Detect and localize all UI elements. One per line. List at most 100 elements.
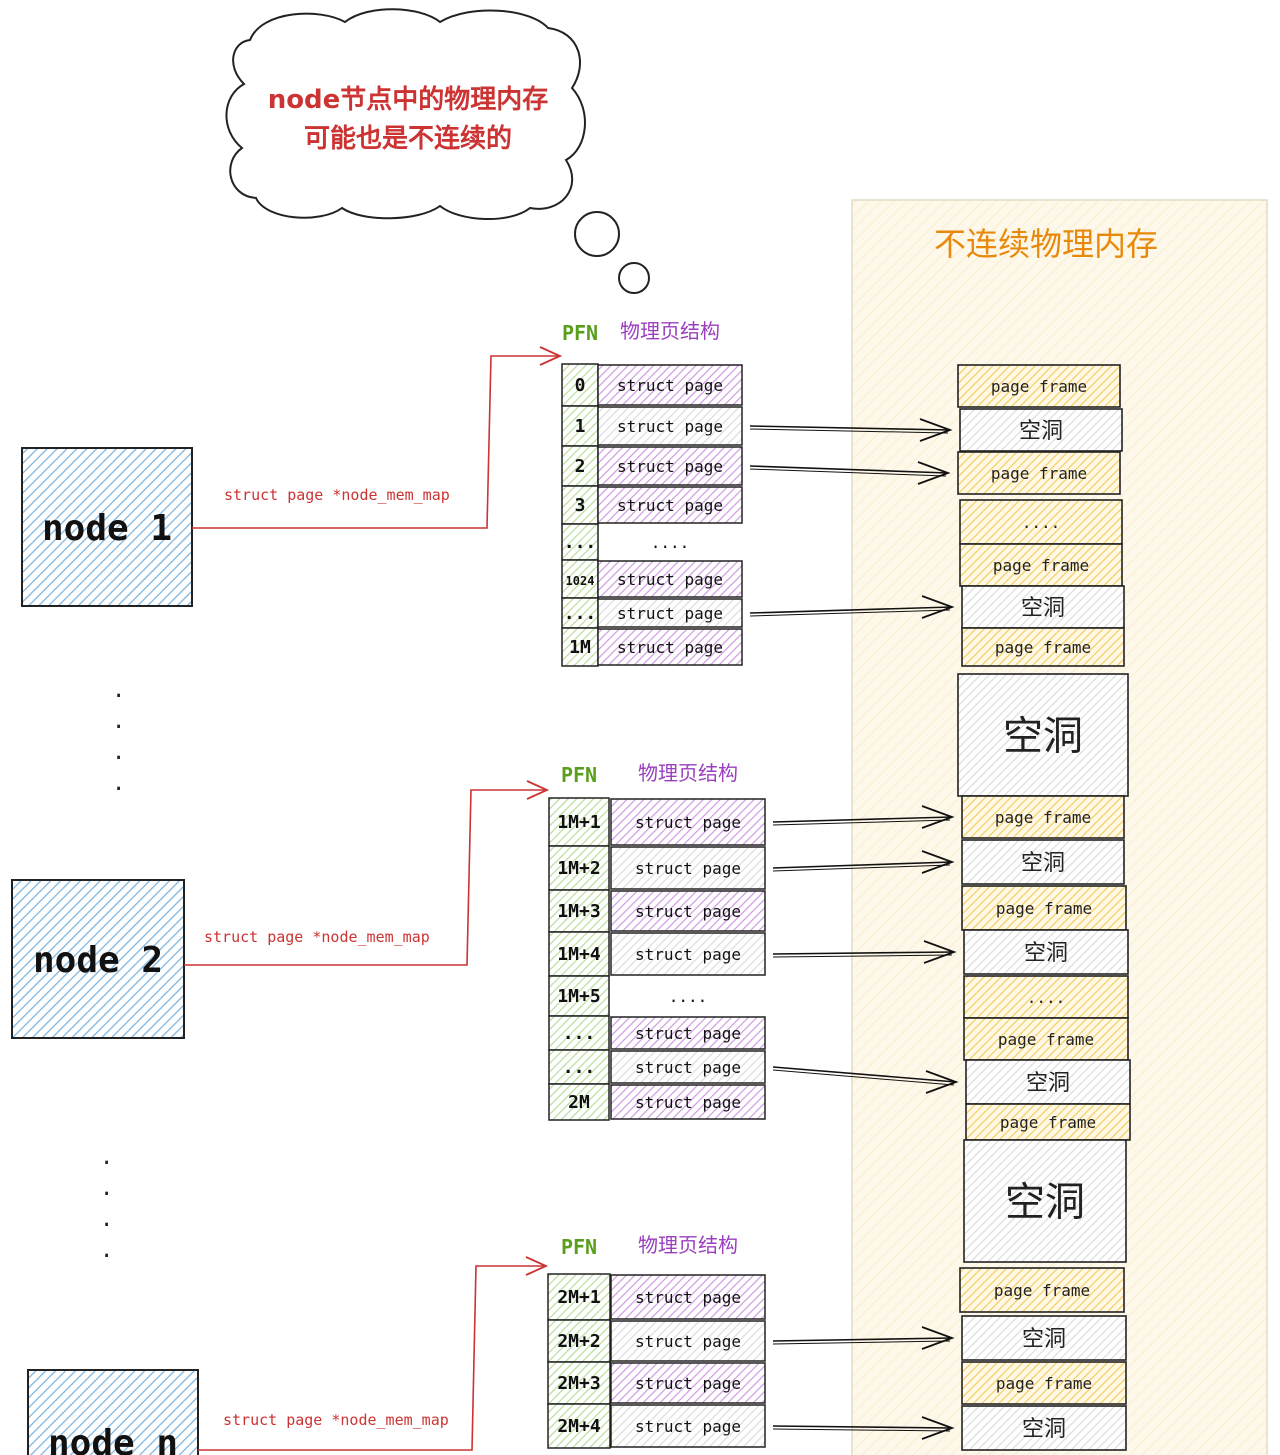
node-label: node 1 (42, 508, 172, 549)
page-frame-label: .... (1027, 988, 1066, 1007)
page-frame-label: page frame (991, 377, 1087, 396)
page-frame-label: page frame (1000, 1113, 1096, 1132)
page-frame-block: page frame (957, 451, 1121, 495)
svg-text:·: · (100, 1213, 113, 1238)
pfn-cell: ... (564, 532, 597, 553)
page-ellipsis: .... (651, 533, 690, 552)
memory-hole-block: 空洞 (965, 1059, 1131, 1105)
page-frame-label: page frame (993, 556, 1089, 575)
memory-hole-block: 空洞 (961, 1405, 1127, 1451)
struct-header: 物理页结构 (638, 761, 738, 785)
memory-hole-label: 空洞 (1021, 851, 1065, 876)
pfn-cell: 1 (575, 416, 586, 437)
svg-text:·: · (112, 715, 125, 740)
pfn-cell: 1M+2 (557, 858, 600, 879)
page-frame-label: page frame (991, 464, 1087, 483)
memory-hole-label: 空洞 (1019, 419, 1063, 444)
table-row: ....... (561, 523, 690, 561)
struct-header: 物理页结构 (620, 319, 720, 343)
node-label: node 2 (33, 940, 163, 981)
memory-hole-label: 空洞 (1024, 941, 1068, 966)
mapping-arrow (772, 805, 955, 829)
page-frame-label: page frame (996, 899, 1092, 918)
node-box: node 1 (21, 447, 193, 607)
memory-hole-label: 空洞 (1022, 1417, 1066, 1442)
pfn-cell: 1M+1 (557, 812, 600, 833)
node-mem-map-pointer: struct page *node_mem_map (198, 1256, 549, 1451)
pfn-cell: ... (563, 1023, 596, 1044)
struct-page-cell: struct page (635, 1093, 741, 1112)
page-frame-block: page frame (961, 1361, 1127, 1405)
page-frame-block: page frame (959, 1267, 1125, 1313)
page-frame-label: .... (1022, 513, 1061, 532)
page-frame-label: page frame (994, 1281, 1090, 1300)
struct-page-cell: struct page (635, 1058, 741, 1077)
bubble-line-2: 可能也是不连续的 (304, 123, 512, 154)
table-row: ... struct page (548, 1015, 766, 1051)
mapping-arrow (749, 418, 953, 442)
memory-hole-label: 空洞 (1003, 713, 1083, 759)
pointer-label: struct page *node_mem_map (204, 928, 430, 946)
memory-hole-block: 空洞 (961, 585, 1125, 629)
struct-page-cell: struct page (617, 604, 723, 623)
page-ellipsis: .... (669, 987, 708, 1006)
mapping-arrow (772, 850, 955, 874)
mapping-arrow (749, 461, 951, 485)
svg-text:·: · (100, 1182, 113, 1207)
svg-text:·: · (112, 777, 125, 802)
struct-page-cell: struct page (635, 1374, 741, 1393)
struct-page-cell: struct page (635, 1024, 741, 1043)
struct-page-cell: struct page (617, 417, 723, 436)
mapping-arrow (772, 1066, 959, 1094)
memory-hole-block: 空洞 (961, 839, 1125, 885)
memory-hole-block: 空洞 (957, 673, 1129, 797)
thought-bubble: node节点中的物理内存 可能也是不连续的 (225, 8, 650, 294)
node-mem-map-pointer: struct page *node_mem_map (184, 780, 550, 966)
node-box: node 2 (11, 879, 185, 1039)
memory-hole-block: 空洞 (963, 929, 1129, 975)
page-frame-block: page frame (965, 1103, 1131, 1141)
node-ellipsis-2: · · · · (100, 1151, 113, 1269)
struct-page-cell: struct page (617, 570, 723, 589)
pfn-cell: 1M+4 (557, 944, 601, 965)
pfn-cell: 2M+1 (557, 1287, 600, 1308)
page-frame-label: page frame (995, 638, 1091, 657)
pfn-cell: 1M+3 (557, 901, 600, 922)
svg-text:·: · (112, 684, 125, 709)
pfn-cell: 2 (575, 456, 586, 477)
memory-hole-block: 空洞 (961, 1315, 1127, 1361)
memory-hole-block: 空洞 (963, 1139, 1127, 1263)
svg-text:·: · (100, 1244, 113, 1269)
node-ellipsis-1: · · · · (112, 684, 125, 802)
page-frame-label: page frame (998, 1030, 1094, 1049)
pfn-cell: 2M (568, 1092, 590, 1113)
pfn-cell: 0 (575, 375, 586, 396)
table-row: ... struct page (548, 1049, 766, 1085)
pfn-header: PFN (561, 1235, 597, 1259)
svg-text:·: · (100, 1151, 113, 1176)
pfn-cell: ... (563, 1057, 596, 1078)
pfn-cell: 1M+5 (557, 986, 600, 1007)
pfn-cell: 1M (569, 637, 591, 658)
memory-hole-block: 空洞 (959, 408, 1123, 452)
memory-hole-label: 空洞 (1021, 596, 1065, 621)
pointer-label: struct page *node_mem_map (224, 486, 450, 504)
page-frame-block: page frame (957, 364, 1121, 408)
struct-page-cell: struct page (635, 859, 741, 878)
page-frame-block: page frame (963, 1017, 1129, 1061)
